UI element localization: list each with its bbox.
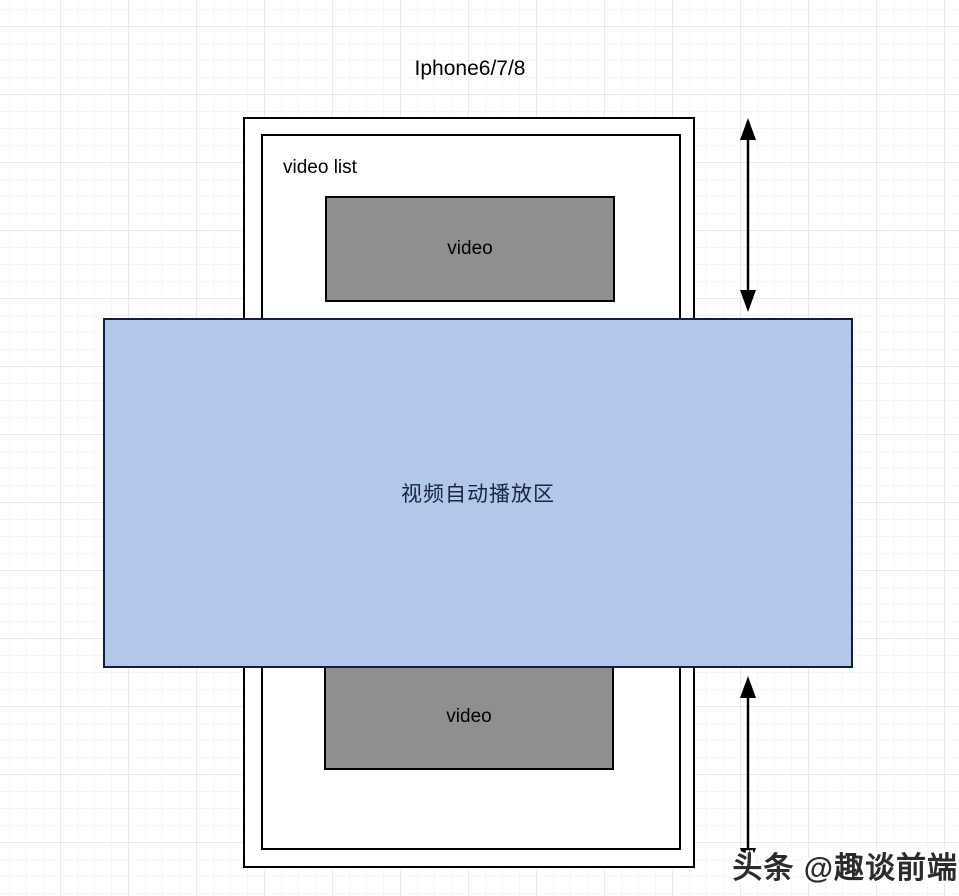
video-box-bottom: video — [324, 664, 614, 770]
vertical-double-arrow-bottom-icon — [740, 676, 756, 870]
watermark: 头条 @趣谈前端 — [732, 852, 958, 885]
video-box-top-label: video — [447, 238, 493, 259]
video-list-label: video list — [283, 157, 357, 178]
video-box-bottom-label: video — [446, 706, 492, 727]
autoplay-zone-label: 视频自动播放区 — [401, 483, 555, 506]
autoplay-zone-overlay: 视频自动播放区 — [103, 318, 853, 668]
diagram-title: Iphone6/7/8 — [414, 57, 526, 80]
video-box-top: video — [325, 196, 615, 302]
vertical-double-arrow-top-icon — [740, 118, 756, 312]
